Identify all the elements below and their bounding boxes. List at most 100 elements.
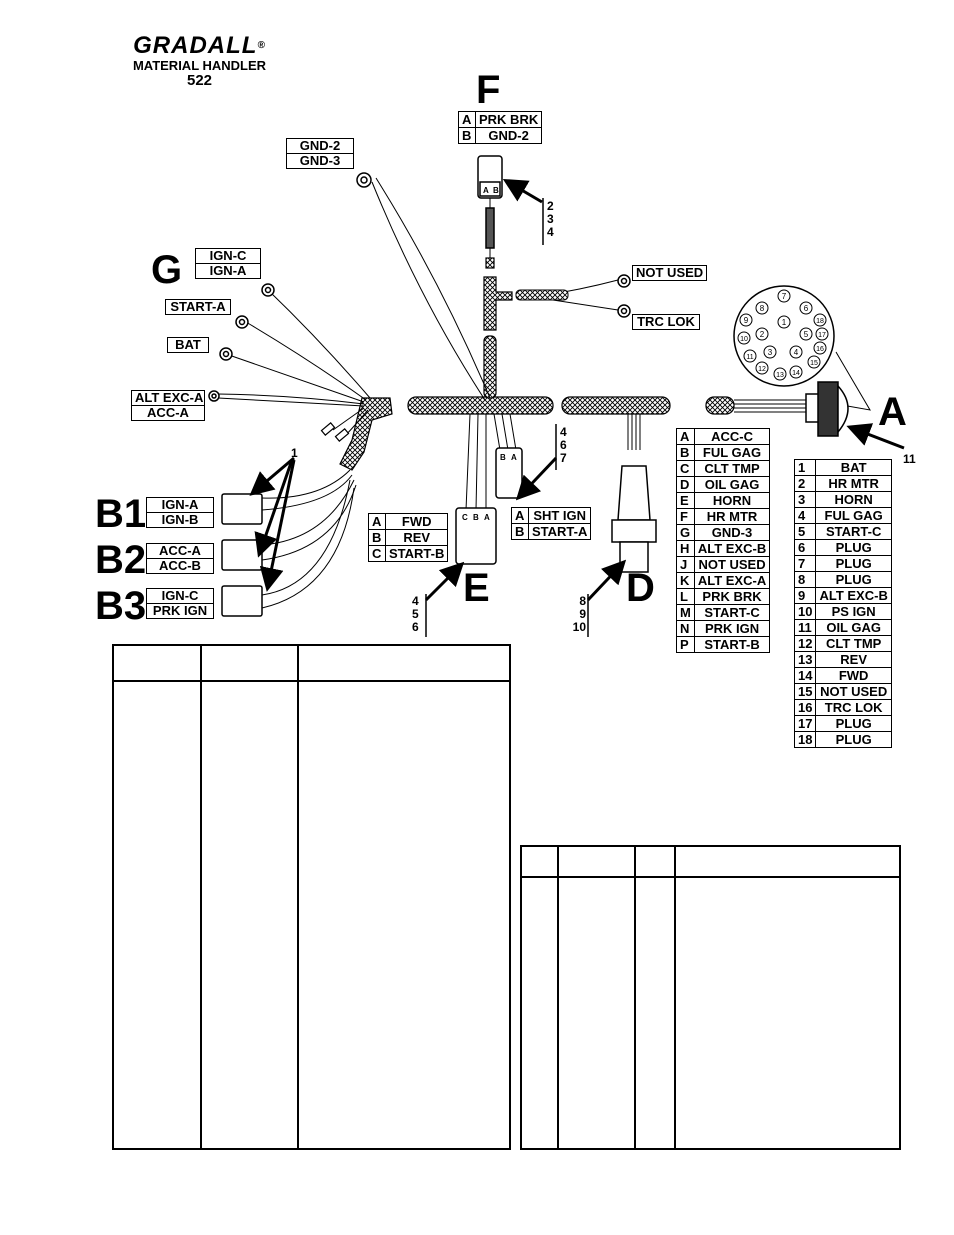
pin-number: 6 <box>804 304 809 313</box>
a-pin-signal: OIL GAG <box>815 619 892 636</box>
connector-f-body <box>477 155 503 249</box>
callout-f-4: 4 <box>547 225 554 239</box>
d-pin-signal: CLT TMP <box>693 460 771 477</box>
pin-socket <box>743 349 757 363</box>
connector-e-letter: E <box>463 566 490 610</box>
pin-number: 14 <box>792 370 800 377</box>
e-pin-signal: REV <box>384 529 449 546</box>
pin-number: 9 <box>744 316 749 325</box>
registered-mark: ® <box>257 40 266 51</box>
a-pin-id: 8 <box>793 571 817 588</box>
a-pin-id: 10 <box>793 603 817 620</box>
pin-number: 3 <box>768 348 773 357</box>
d-pin-id: H <box>676 540 695 557</box>
pin-number: 11 <box>746 354 753 361</box>
a-pin-id: 13 <box>793 651 817 668</box>
label-b3-ign-c: IGN-C <box>147 589 213 604</box>
f-body-pin-a: A <box>483 186 489 195</box>
e-pin-id: C <box>368 545 386 562</box>
pin-number: 12 <box>758 366 766 373</box>
pin-socket <box>773 367 787 381</box>
pin-socket <box>737 331 751 345</box>
a-pin-id: 3 <box>793 491 817 508</box>
parts-list-right-header-rule <box>522 876 899 878</box>
pin-number: 17 <box>818 332 826 339</box>
a-pin-id: 9 <box>793 587 817 604</box>
connector-a-body <box>805 381 849 437</box>
label-bat: BAT <box>167 337 209 353</box>
a-pin-signal: HR MTR <box>815 475 892 492</box>
a-pin-signal: PLUG <box>815 555 892 572</box>
trc-lok-braid <box>515 289 569 301</box>
d-pin-id: N <box>676 620 695 637</box>
d-pin-signal: ALT EXC-A <box>693 572 771 589</box>
d-pin-id: M <box>676 604 695 621</box>
pin-socket <box>739 313 753 327</box>
main-loom <box>339 257 735 471</box>
pin-number: 4 <box>794 348 799 357</box>
callout-e-5: 5 <box>412 607 419 621</box>
model-number: 522 <box>186 72 213 89</box>
d-pin-id: B <box>676 444 695 461</box>
pin-number: 10 <box>740 336 748 343</box>
label-start-a-text: START-A <box>170 299 226 314</box>
a-pin-id: 17 <box>793 715 817 732</box>
pin-number: 13 <box>776 372 784 379</box>
pin-socket <box>807 355 821 369</box>
connector-d-body <box>611 465 657 573</box>
d-pin-id: C <box>676 460 695 477</box>
callout-f-2: 2 <box>547 199 554 213</box>
a-pin-id: 2 <box>793 475 817 492</box>
pin-number: 15 <box>810 360 818 367</box>
parts-list-left-col-1 <box>200 646 202 1148</box>
callout-refs-f: 2 3 4 <box>547 200 554 239</box>
a-pin-id: 12 <box>793 635 817 652</box>
connector-e-body <box>455 447 523 565</box>
callout-e-4: 4 <box>412 594 419 608</box>
a-pin-id: 18 <box>793 731 817 748</box>
a-pin-signal: PS IGN <box>815 603 892 620</box>
parts-list-table-left <box>112 644 511 1150</box>
brand-logo: GRADALL® MATERIAL HANDLER 522 <box>112 33 287 89</box>
d-pin-signal: START-B <box>693 636 771 653</box>
callout-d-8: 8 <box>579 594 586 608</box>
connector-a-letter: A <box>878 390 907 434</box>
label-trc-lok: TRC LOK <box>632 314 700 330</box>
a-pin-signal: PLUG <box>815 539 892 556</box>
pin-number: 5 <box>804 330 809 339</box>
spade-terminals <box>320 421 350 443</box>
label-b3-prk-ign: PRK IGN <box>152 603 208 618</box>
callout-arrows <box>249 178 905 602</box>
d-pin-id: G <box>676 524 695 541</box>
ring-terminals <box>208 172 631 402</box>
pin-socket <box>755 361 769 375</box>
e-pin-id: A <box>368 513 386 530</box>
parts-list-right-col-2 <box>634 847 636 1148</box>
a-pin-signal: TRC LOK <box>815 699 892 716</box>
label-bat-text: BAT <box>175 337 201 352</box>
d-pin-id: E <box>676 492 695 509</box>
label-start-a: START-A <box>165 299 231 315</box>
callout-refs-e: 4 5 6 <box>412 595 419 634</box>
pin-socket <box>789 345 803 359</box>
label-b3: IGN-C PRK IGN <box>146 588 214 619</box>
a-pin-signal: BAT <box>815 459 892 476</box>
label-b1-ign-a: IGN-A <box>147 498 213 513</box>
a-pin-id: 1 <box>793 459 817 476</box>
sht-pin-id: A <box>511 507 529 524</box>
